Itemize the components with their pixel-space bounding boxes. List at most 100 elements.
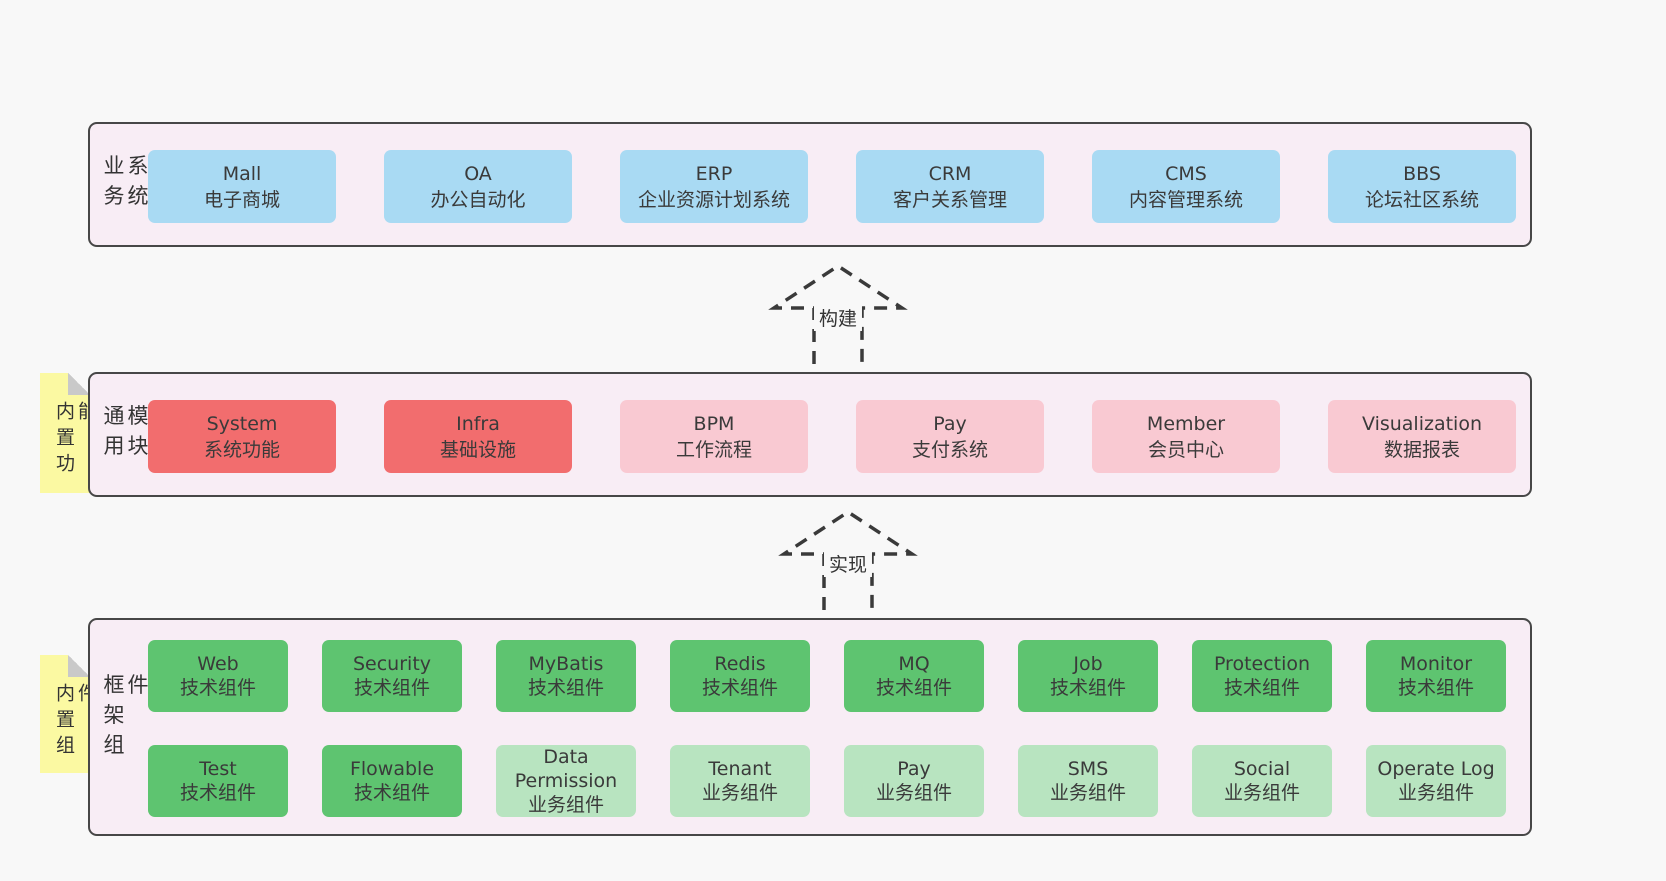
box-mall: Mall 电子商城	[148, 150, 336, 223]
box-subtitle: 基础设施	[439, 438, 516, 461]
box-data-permission: Data Permission 业务组件	[496, 745, 636, 817]
band-label: 通用模块	[101, 404, 149, 465]
box-subtitle: 业务组件	[1223, 782, 1300, 804]
box-web: Web 技术组件	[148, 640, 288, 712]
box-security: Security 技术组件	[322, 640, 462, 712]
box-monitor: Monitor 技术组件	[1366, 640, 1506, 712]
box-member: Member 会员中心	[1092, 400, 1280, 473]
box-subtitle: 业务组件	[701, 782, 778, 804]
box-subtitle: 会员中心	[1147, 438, 1224, 461]
build-arrow: 构建	[768, 262, 908, 366]
box-subtitle: 工作流程	[675, 438, 752, 461]
box-bbs: BBS 论坛社区系统	[1328, 150, 1516, 223]
common-modules-band: 通用模块 System 系统功能 Infra 基础设施 BPM 工作流程 Pay…	[88, 372, 1532, 497]
box-title: Member	[1146, 412, 1226, 435]
business-systems-row: Mall 电子商城 OA 办公自动化 ERP 企业资源计划系统 CRM 客户关系…	[148, 150, 1516, 223]
box-subtitle: 业务组件	[875, 782, 952, 804]
box-title: Pay	[933, 412, 967, 435]
box-subtitle: 业务组件	[1049, 782, 1126, 804]
box-subtitle: 客户关系管理	[892, 188, 1007, 211]
common-modules-row: System 系统功能 Infra 基础设施 BPM 工作流程 Pay 支付系统…	[148, 400, 1516, 473]
box-subtitle: 技术组件	[701, 677, 778, 699]
box-title: BBS	[1403, 162, 1441, 185]
box-cms: CMS 内容管理系统	[1092, 150, 1280, 223]
box-title: Job	[1073, 653, 1103, 675]
band-label: 业务系统	[101, 154, 149, 215]
framework-components-band: 框架组件 Web 技术组件 Security 技术组件 MyBatis 技术组件…	[88, 618, 1532, 836]
box-title: Test	[199, 758, 237, 780]
box-sms: SMS 业务组件	[1018, 745, 1158, 817]
box-subtitle: 技术组件	[353, 677, 430, 699]
box-title: Pay	[897, 758, 931, 780]
box-subtitle: 技术组件	[1223, 677, 1300, 699]
box-title: OA	[464, 162, 492, 185]
sticky-note-builtin-features: 内置功能	[40, 373, 97, 493]
box-pay-biz: Pay 业务组件	[844, 745, 984, 817]
arrow-label: 实现	[823, 550, 873, 577]
box-title: MyBatis	[528, 653, 604, 675]
box-subtitle: 内容管理系统	[1128, 188, 1243, 211]
box-subtitle: 数据报表	[1383, 438, 1460, 461]
box-title: Flowable	[349, 758, 435, 780]
box-erp: ERP 企业资源计划系统	[620, 150, 808, 223]
box-subtitle: 技术组件	[353, 782, 430, 804]
box-title: CRM	[928, 162, 972, 185]
box-bpm: BPM 工作流程	[620, 400, 808, 473]
business-components-row: Test 技术组件 Flowable 技术组件 Data Permission …	[148, 745, 1506, 817]
box-title: Social	[1233, 758, 1291, 780]
box-mq: MQ 技术组件	[844, 640, 984, 712]
tech-components-row: Web 技术组件 Security 技术组件 MyBatis 技术组件 Redi…	[148, 640, 1506, 712]
box-system: System 系统功能	[148, 400, 336, 473]
box-social: Social 业务组件	[1192, 745, 1332, 817]
box-title: Data Permission	[514, 746, 618, 792]
box-title: BPM	[693, 412, 735, 435]
box-title: Web	[197, 653, 239, 675]
implement-arrow: 实现	[778, 508, 918, 612]
box-job: Job 技术组件	[1018, 640, 1158, 712]
box-crm: CRM 客户关系管理	[856, 150, 1044, 223]
box-title: ERP	[695, 162, 733, 185]
box-subtitle: 支付系统	[911, 438, 988, 461]
business-systems-band: 业务系统 Mall 电子商城 OA 办公自动化 ERP 企业资源计划系统 CRM…	[88, 122, 1532, 247]
box-subtitle: 业务组件	[527, 794, 604, 816]
box-oa: OA 办公自动化	[384, 150, 572, 223]
band-label: 框架组件	[101, 673, 149, 764]
box-subtitle: 办公自动化	[430, 188, 526, 211]
box-title: Security	[352, 653, 432, 675]
box-subtitle: 系统功能	[203, 438, 280, 461]
box-pay-system: Pay 支付系统	[856, 400, 1044, 473]
box-subtitle: 技术组件	[1397, 677, 1474, 699]
box-subtitle: 论坛社区系统	[1364, 188, 1479, 211]
box-subtitle: 技术组件	[875, 677, 952, 699]
box-subtitle: 企业资源计划系统	[637, 188, 790, 211]
box-subtitle: 技术组件	[179, 677, 256, 699]
box-title: Tenant	[708, 758, 772, 780]
box-infra: Infra 基础设施	[384, 400, 572, 473]
box-title: Visualization	[1361, 412, 1482, 435]
box-tenant: Tenant 业务组件	[670, 745, 810, 817]
box-title: Infra	[456, 412, 500, 435]
box-title: CMS	[1165, 162, 1207, 185]
box-subtitle: 业务组件	[1397, 782, 1474, 804]
box-subtitle: 技术组件	[179, 782, 256, 804]
box-subtitle: 技术组件	[1049, 677, 1126, 699]
box-title: Operate Log	[1377, 758, 1495, 780]
box-title: Redis	[714, 653, 766, 675]
box-title: SMS	[1067, 758, 1109, 780]
arrow-label: 构建	[813, 304, 863, 331]
box-protection: Protection 技术组件	[1192, 640, 1332, 712]
box-title: System	[206, 412, 278, 435]
sticky-note-builtin-components: 内置组件	[40, 655, 97, 773]
box-redis: Redis 技术组件	[670, 640, 810, 712]
box-operate-log: Operate Log 业务组件	[1366, 745, 1506, 817]
box-mybatis: MyBatis 技术组件	[496, 640, 636, 712]
box-flowable: Flowable 技术组件	[322, 745, 462, 817]
box-title: Mall	[222, 162, 262, 185]
box-subtitle: 技术组件	[527, 677, 604, 699]
box-test: Test 技术组件	[148, 745, 288, 817]
box-subtitle: 电子商城	[203, 188, 280, 211]
box-title: Monitor	[1399, 653, 1473, 675]
box-visualization: Visualization 数据报表	[1328, 400, 1516, 473]
box-title: MQ	[898, 653, 930, 675]
